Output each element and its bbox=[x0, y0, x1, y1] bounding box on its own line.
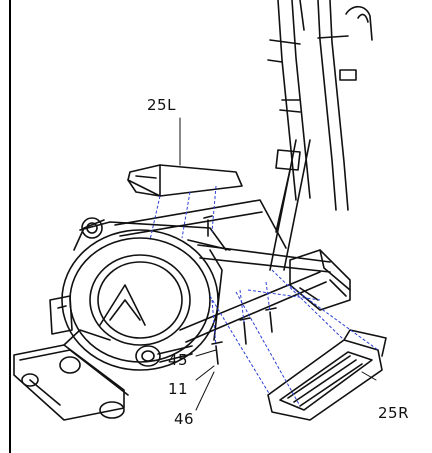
front-stabilizer bbox=[13, 329, 129, 421]
page-border-line bbox=[9, 0, 11, 453]
label-11: 11 bbox=[168, 380, 189, 398]
side-cover bbox=[49, 295, 73, 335]
right-foot-pedal-icon bbox=[267, 329, 387, 421]
label-25l: 25L bbox=[147, 96, 176, 114]
label-46: 46 bbox=[174, 410, 195, 428]
label-25r: 25R bbox=[378, 404, 410, 422]
main-mast bbox=[269, 139, 311, 271]
assembly-guide-lines bbox=[149, 185, 379, 407]
handlebar-arms bbox=[267, 0, 373, 211]
crank-axle bbox=[135, 345, 193, 367]
flywheel-housing bbox=[61, 217, 231, 371]
label-45: 45 bbox=[168, 351, 189, 369]
label-leader-lines bbox=[179, 117, 377, 411]
left-foot-pedal-icon bbox=[127, 164, 243, 197]
bolt-icon bbox=[203, 215, 277, 365]
